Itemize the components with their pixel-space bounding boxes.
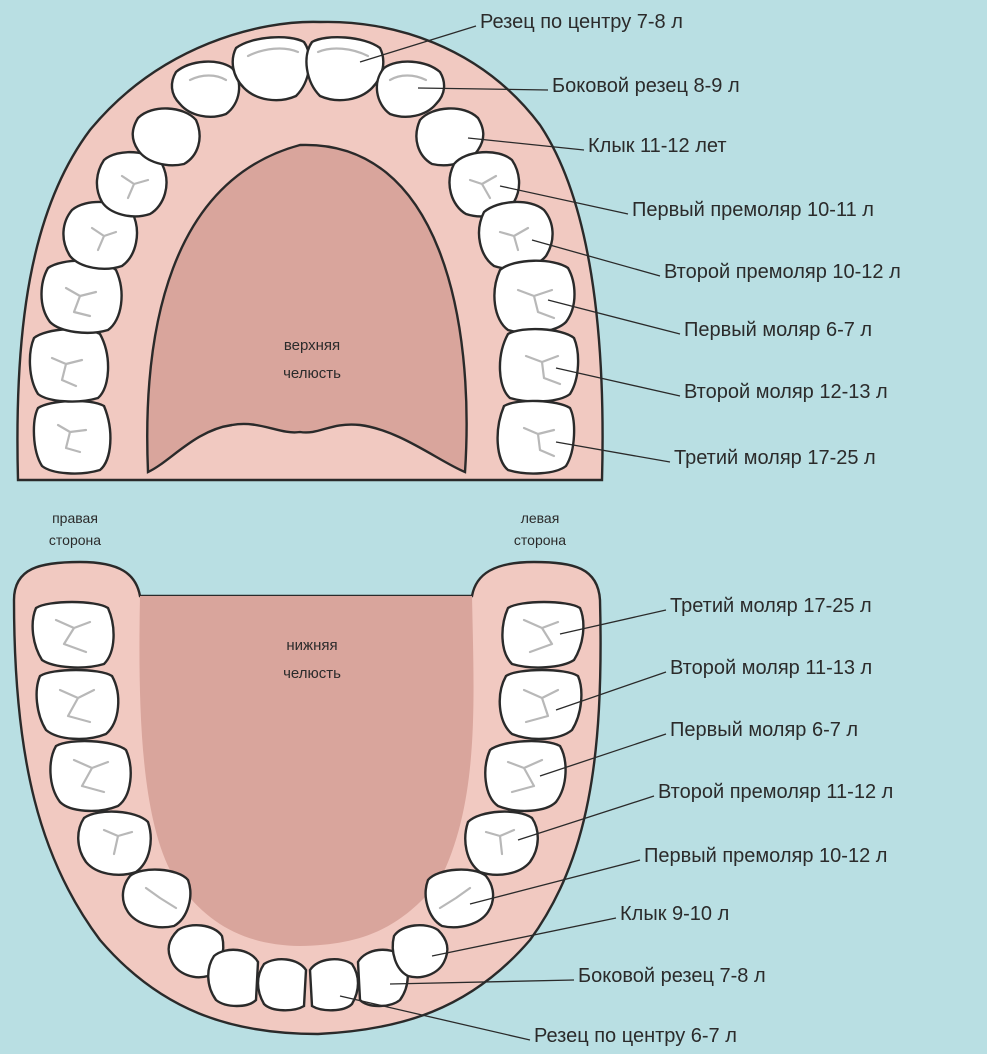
lower-left-first-premolar [426,870,493,928]
lower-right-third-molar [33,602,114,667]
upper-right-third-molar [34,401,110,474]
left-side-label-line2: сторона [514,532,566,548]
label-lower-central-incisor: Резец по центру 6-7 л [534,1025,737,1047]
lower-jaw: нижняя челюсть [14,562,601,1034]
lower-left-third-molar [502,602,583,667]
label-upper-second-premolar: Второй премоляр 10-12 л [664,261,901,283]
lower-left-second-molar [500,670,582,739]
label-lower-canine: Клык 9-10 л [620,903,729,925]
upper-left-third-molar [498,401,574,474]
lower-left-central-incisor [310,959,358,1010]
lower-jaw-label-line1: нижняя [286,637,337,654]
label-upper-second-molar: Второй моляр 12-13 л [684,381,888,403]
lower-left-canine [393,925,448,977]
lower-right-first-premolar [123,870,190,928]
right-side-label-line1: правая [52,510,98,526]
label-lower-lateral-incisor: Боковой резец 7-8 л [578,965,766,987]
lower-right-central-incisor [258,959,306,1010]
label-upper-lateral-incisor: Боковой резец 8-9 л [552,75,740,97]
upper-left-second-molar [500,329,578,401]
label-lower-first-molar: Первый моляр 6-7 л [670,719,858,741]
label-upper-third-molar: Третий моляр 17-25 л [674,447,876,469]
label-lower-third-molar: Третий моляр 17-25 л [670,595,872,617]
label-upper-central-incisor: Резец по центру 7-8 л [480,11,683,33]
lower-right-first-molar [50,741,130,811]
label-lower-second-premolar: Второй премоляр 11-12 л [658,781,893,803]
upper-jaw-label-line1: верхняя [284,337,340,354]
label-lower-second-molar: Второй моляр 11-13 л [670,657,872,679]
lower-jaw-label-line2: челюсть [283,665,341,682]
left-side-label-line1: левая [521,510,560,526]
label-upper-first-molar: Первый моляр 6-7 л [684,319,872,341]
lower-left-first-molar [485,741,565,811]
upper-jaw: верхняя челюсть [17,22,602,480]
label-upper-canine: Клык 11-12 лет [588,135,727,157]
upper-right-second-molar [30,329,108,401]
lower-right-second-molar [37,670,119,739]
label-upper-first-premolar: Первый премоляр 10-11 л [632,199,874,221]
label-lower-first-premolar: Первый премоляр 10-12 л [644,845,887,867]
right-side-label-line2: сторона [49,532,101,548]
upper-right-first-molar [42,261,122,333]
lower-right-second-premolar [78,812,150,875]
lower-right-lateral-incisor [208,950,258,1006]
upper-jaw-label-line2: челюсть [283,365,341,382]
upper-right-canine [133,108,200,165]
